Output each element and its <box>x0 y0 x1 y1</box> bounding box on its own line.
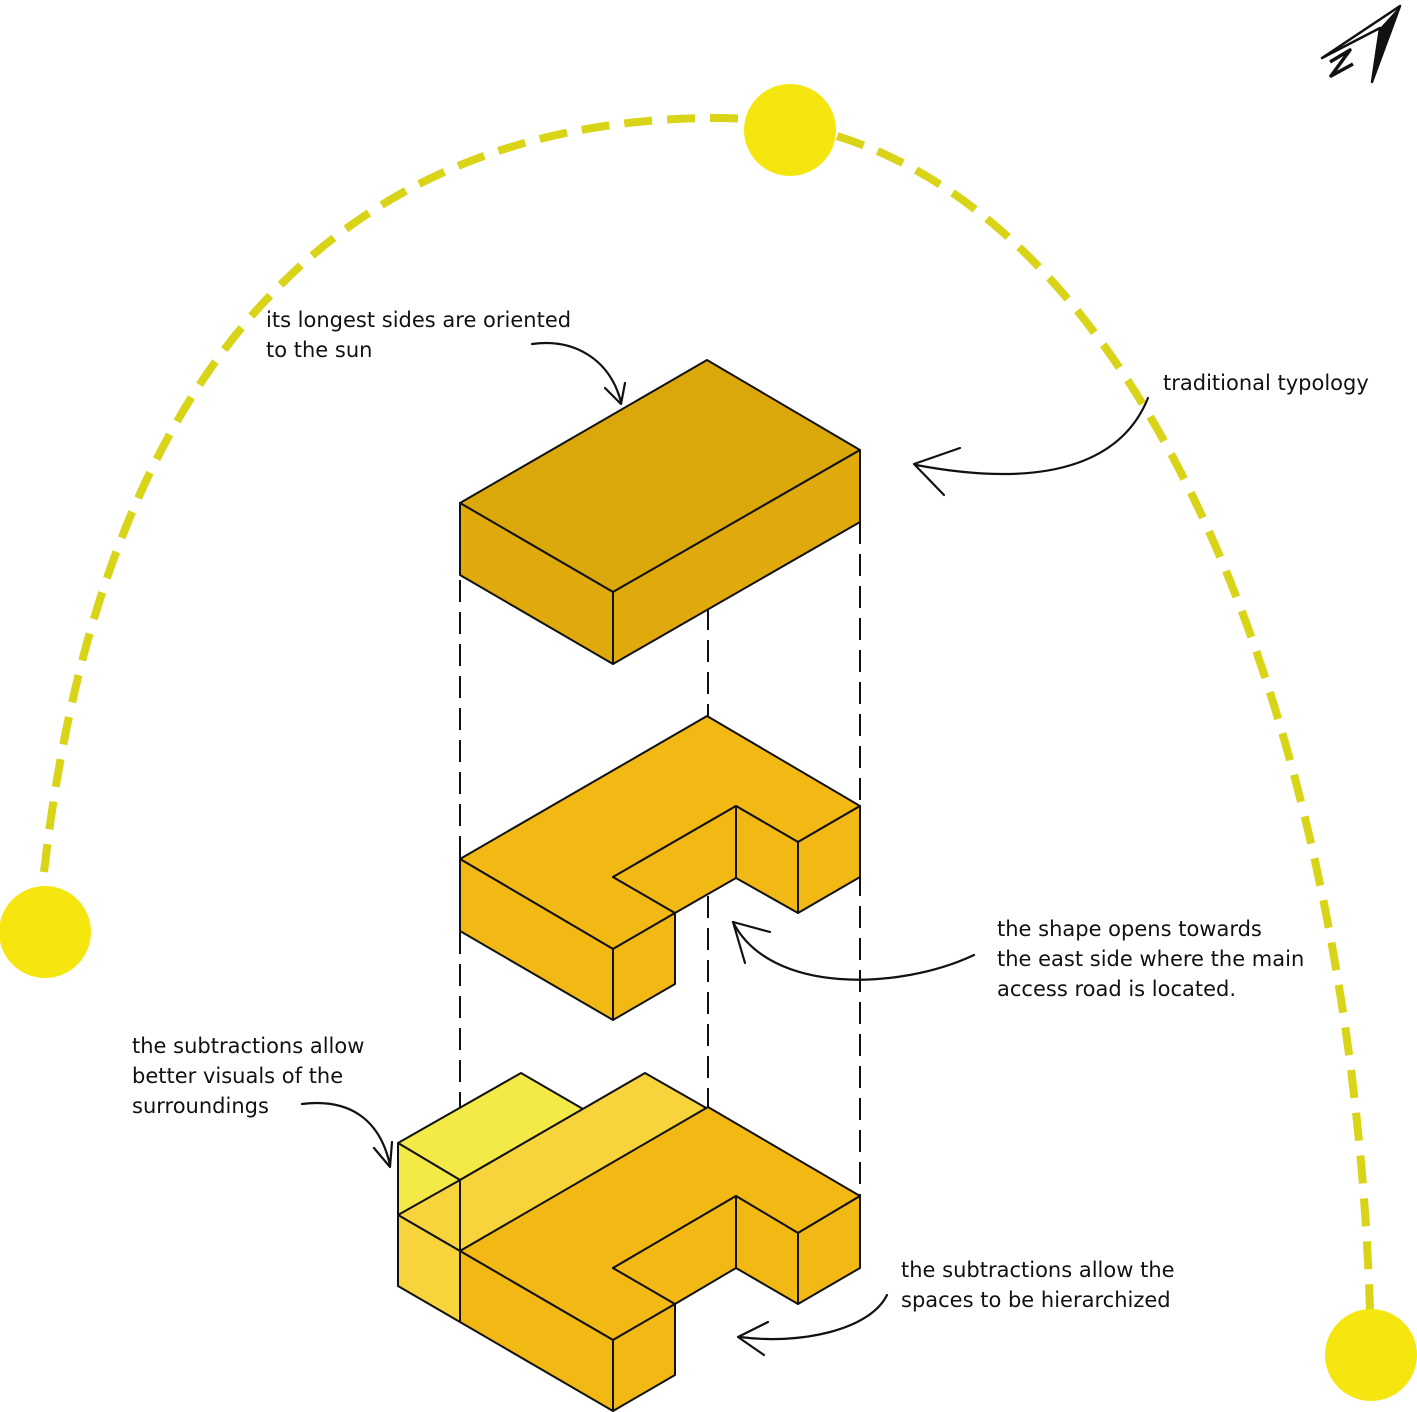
arrowhead-visuals <box>372 1140 394 1169</box>
arrowhead-traditional <box>912 446 962 497</box>
sun-sunset <box>1325 1309 1417 1401</box>
arrow-visuals <box>300 1101 392 1167</box>
arrowhead-hierarchy <box>736 1320 770 1357</box>
arrow-east-opening <box>731 920 976 981</box>
arrow-traditional <box>914 396 1150 476</box>
sun-noon <box>744 84 836 176</box>
sun-sunrise <box>0 886 91 978</box>
annotation-east-opening: the shape opens towards the east side wh… <box>997 917 1305 1001</box>
annotation-better-visuals: the subtractions allow better visuals of… <box>132 1034 365 1118</box>
arrowhead-sun-orientation <box>603 381 627 406</box>
arrowhead-east-opening <box>731 920 747 965</box>
annotation-arrows <box>300 341 1150 1357</box>
subtracted-mass <box>397 1072 861 1412</box>
opened-mass <box>459 715 861 1021</box>
annotation-hierarchy: the subtractions allow the spaces to be … <box>901 1258 1175 1312</box>
north-arrow-icon <box>1320 4 1402 84</box>
annotation-traditional-typology: traditional typology <box>1163 371 1369 395</box>
arrow-hierarchy <box>738 1293 889 1341</box>
annotation-sun-orientation: its longest sides are oriented to the su… <box>266 308 572 362</box>
traditional-box <box>459 359 861 665</box>
arrow-sun-orientation <box>530 341 623 404</box>
